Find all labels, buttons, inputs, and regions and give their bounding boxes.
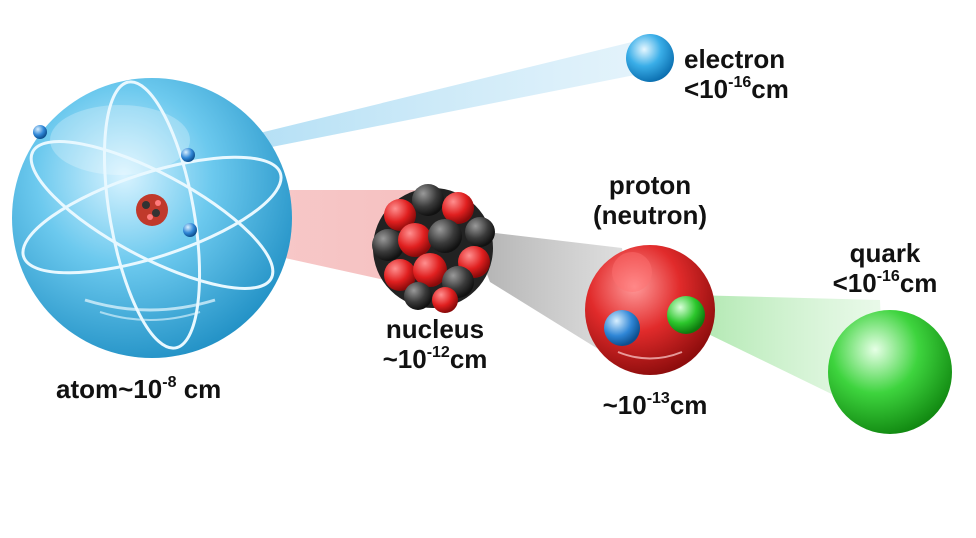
quark-sphere (828, 310, 952, 434)
nucleus-name: nucleus (385, 314, 485, 344)
atom-nucleus (136, 194, 168, 226)
neutron-name: (neutron) (592, 200, 708, 230)
atom-sphere (12, 78, 292, 358)
atom-size: ~10-8 cm (118, 374, 222, 404)
orbit-electron (181, 148, 195, 162)
nucleus-size: ~10-12cm (382, 344, 488, 374)
electron-beam (190, 40, 650, 162)
electron-size: <10-16cm (684, 74, 789, 104)
proton-sphere (585, 245, 715, 375)
quark-name: quark (849, 238, 921, 268)
proton-label: proton (neutron) (570, 170, 730, 230)
proton-size-label: ~10-13cm (602, 390, 708, 420)
quark-small-green (667, 296, 705, 334)
quark-size: <10-16cm (832, 268, 938, 298)
orbit-ring (102, 80, 202, 350)
atom-name: atom (56, 374, 119, 404)
nucleus-label: nucleus ~10-12cm (360, 314, 510, 374)
nucleus-cluster (372, 184, 495, 313)
electron-name: electron (684, 44, 786, 74)
orbit-ring (29, 140, 275, 290)
orbit-ring (21, 155, 283, 275)
orbit-electron (33, 125, 47, 139)
quark-label: quark <10-16cm (805, 238, 965, 298)
electron-sphere (626, 34, 674, 82)
orbit-electron (183, 223, 197, 237)
quark-small-blue (604, 310, 640, 346)
atom-label: atom~10-8 cm (56, 374, 221, 404)
electron-label: electron <10-16cm (684, 44, 789, 104)
proton-name: proton (608, 170, 692, 200)
